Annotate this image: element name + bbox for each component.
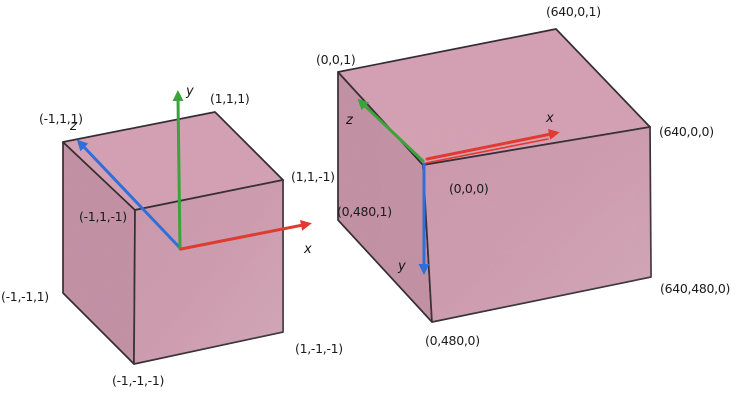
screen-y-axis-label: y (398, 259, 406, 274)
screen-x-axis-arrow (425, 129, 560, 161)
screen-corner-label-top-right: (640,0,0) (659, 124, 714, 139)
ndc-corner-label-top-back: (1,1,1) (210, 91, 250, 106)
ndc-corner-label-top-right: (1,1,-1) (291, 169, 335, 184)
ndc-corner-label-bottom-front: (-1,-1,-1) (112, 373, 165, 388)
ndc-corner-label-top-front: (-1,1,-1) (79, 209, 127, 224)
ndc-z-axis-label: z (70, 119, 77, 134)
screen-corner-label-top-back: (640,0,1) (546, 4, 601, 19)
ndc-corner-label-top-left: (-1,1,1) (39, 111, 83, 126)
ndc-corner-label-bottom-left: (-1,-1,1) (1, 289, 49, 304)
screen-x-axis-edge-line (425, 138, 549, 164)
screen-corner-label-bottom-right: (640,480,0) (660, 281, 731, 296)
screen-corner-label-origin: (0,0,0) (449, 181, 489, 196)
screen-x-axis-label: x (546, 111, 554, 126)
ndc-x-axis-label: x (304, 242, 312, 257)
screen-z-axis-label: z (346, 113, 353, 128)
ndc-y-axis-label: y (186, 84, 194, 99)
ndc-z-axis-arrow (76, 139, 183, 251)
screen-corner-label-left-bottom: (0,480,1) (337, 204, 392, 219)
screen-z-axis-arrow (357, 98, 425, 163)
ndc-corner-label-bottom-right: (1,-1,-1) (295, 341, 343, 356)
screen-corner-label-top-left: (0,0,1) (316, 52, 356, 67)
ndc-x-axis-arrow (179, 219, 312, 251)
screen-corner-label-bottom-front: (0,480,0) (425, 333, 480, 348)
ndc-y-axis-arrow (172, 90, 184, 251)
